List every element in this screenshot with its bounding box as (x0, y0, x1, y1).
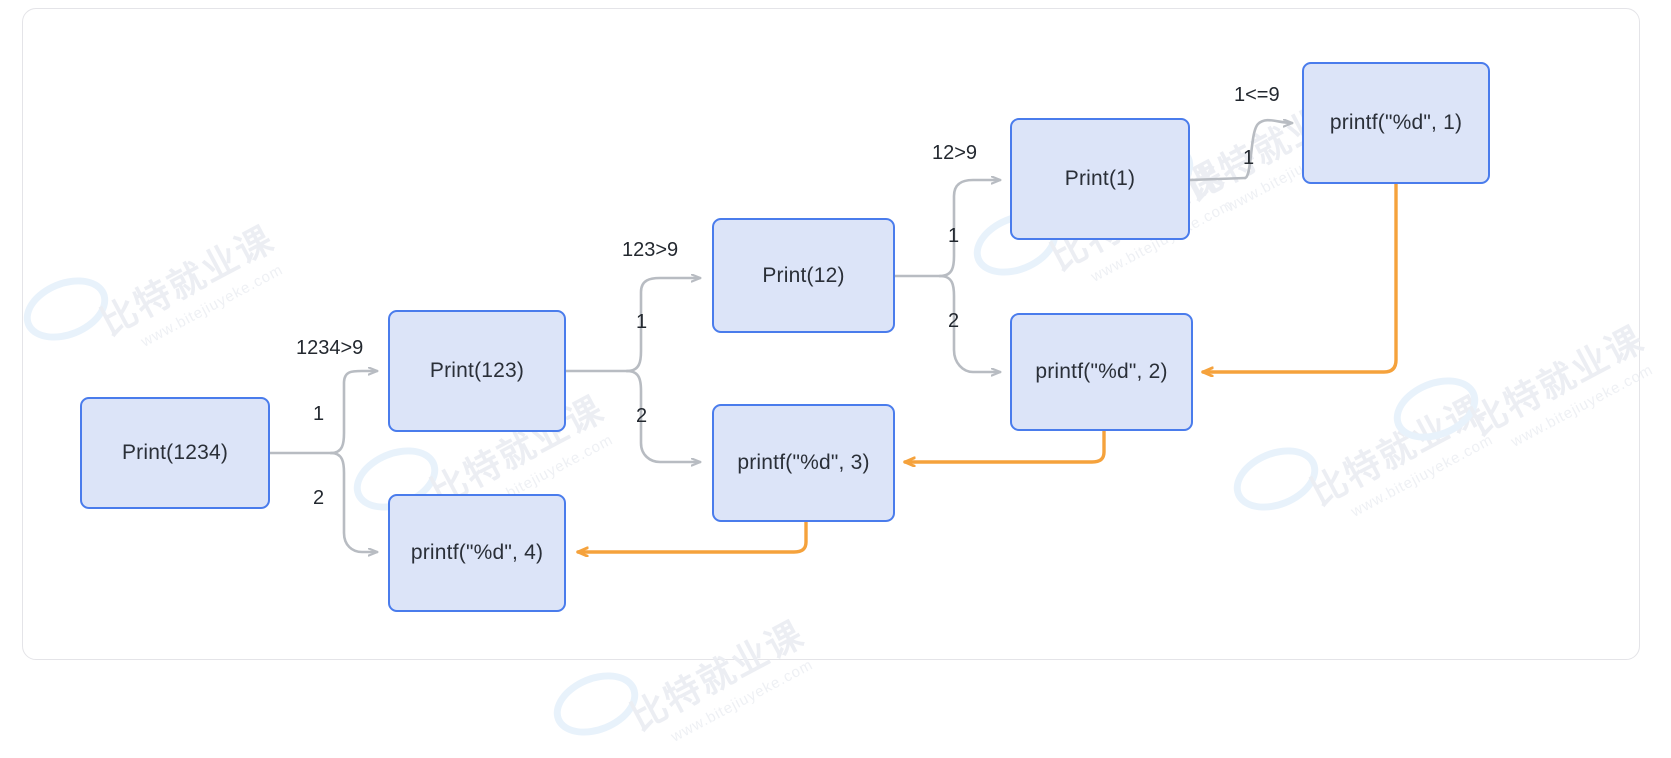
node-printf1[interactable]: printf("%d", 1) (1302, 62, 1490, 184)
edge-print1234-to-printf4 (329, 451, 377, 552)
edge-label-l-12gt9: 12>9 (932, 142, 978, 164)
edge-label-l-1le9: 1<=9 (1234, 84, 1280, 106)
edge-print12-to-print1 (938, 180, 1000, 278)
edge-print1-trunk (1188, 176, 1247, 182)
edge-label-l-123gt9: 123>9 (622, 239, 679, 261)
edge-layer (268, 0, 1398, 721)
node-print1234[interactable]: Print(1234) (80, 397, 270, 509)
edge-label-l-12-2: 2 (948, 310, 960, 332)
node-print123[interactable]: Print(123) (388, 310, 566, 432)
edge-label-l-1-1: 1 (1243, 147, 1255, 169)
edge-label-l-1234gt9: 1234>9 (296, 337, 364, 359)
edge-print1-to-printf1 (1243, 120, 1292, 180)
edge-label-l-1234-2: 2 (313, 487, 325, 509)
node-printf3[interactable]: printf("%d", 3) (712, 404, 895, 522)
return-edge-printf2-to-printf3 (903, 429, 1106, 462)
node-printf4[interactable]: printf("%d", 4) (388, 494, 566, 612)
node-print12[interactable]: Print(12) (712, 218, 895, 333)
edge-label-l-123-1: 1 (636, 311, 648, 333)
edge-label-l-12-1: 1 (948, 225, 960, 247)
edge-print123-to-printf3 (625, 369, 700, 462)
return-edge-printf3-to-printf4 (576, 520, 808, 552)
edge-print1234-to-print123 (329, 371, 377, 455)
edge-label-l-123-2: 2 (636, 405, 648, 427)
node-print1[interactable]: Print(1) (1010, 118, 1190, 240)
edge-print123-to-print12 (625, 278, 700, 373)
return-edge-printf1-to-printf2 (1201, 182, 1398, 372)
edge-label-l-1234-1: 1 (313, 403, 325, 425)
node-printf2[interactable]: printf("%d", 2) (1010, 313, 1193, 431)
edge-print12-to-printf2 (938, 274, 1000, 372)
